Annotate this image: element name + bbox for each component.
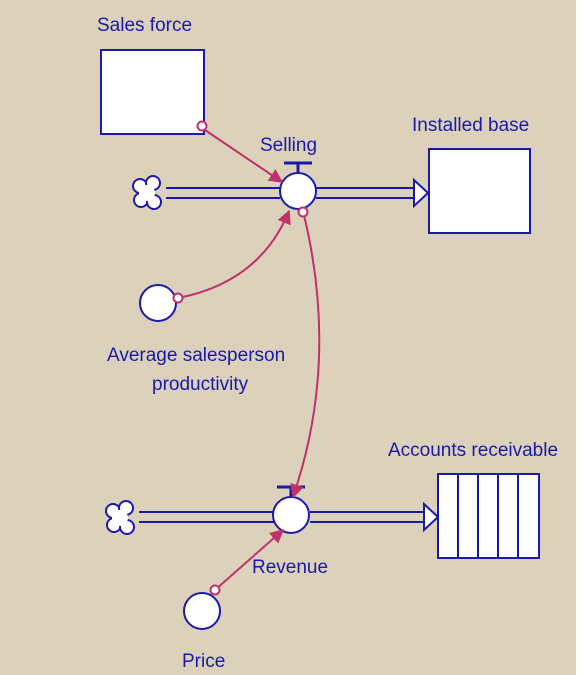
connector-origin-dots: [172, 120, 309, 596]
cloud-source-icon: [132, 175, 162, 210]
link-salesforce-to-selling: [201, 127, 284, 183]
link-productivity-to-selling: [177, 209, 291, 299]
revenue-label: Revenue: [252, 557, 328, 578]
selling-valve-icon[interactable]: [279, 161, 317, 210]
sales-force-label: Sales force: [97, 15, 192, 36]
accounts-receivable-label: Accounts receivable: [388, 440, 558, 461]
right-margin: [576, 0, 586, 675]
installed-base-stock[interactable]: [428, 148, 531, 234]
price-aux[interactable]: [183, 592, 221, 630]
cloud-source-icon: [105, 500, 135, 535]
price-label: Price: [182, 651, 225, 672]
sales-force-stock[interactable]: [100, 49, 205, 135]
accounts-receivable-stock[interactable]: [437, 473, 540, 559]
avg-productivity-label-line2: productivity: [152, 374, 249, 395]
link-selling-to-revenue: [290, 210, 321, 499]
selling-flow-pipe: [166, 177, 430, 209]
revenue-flow-pipe: [139, 501, 440, 533]
avg-productivity-aux[interactable]: [139, 284, 177, 322]
selling-label: Selling: [260, 135, 317, 156]
avg-productivity-label-line1: Average salesperson: [107, 345, 285, 366]
installed-base-label: Installed base: [412, 115, 529, 136]
connector-links: [177, 127, 321, 591]
link-price-to-revenue: [214, 529, 285, 591]
